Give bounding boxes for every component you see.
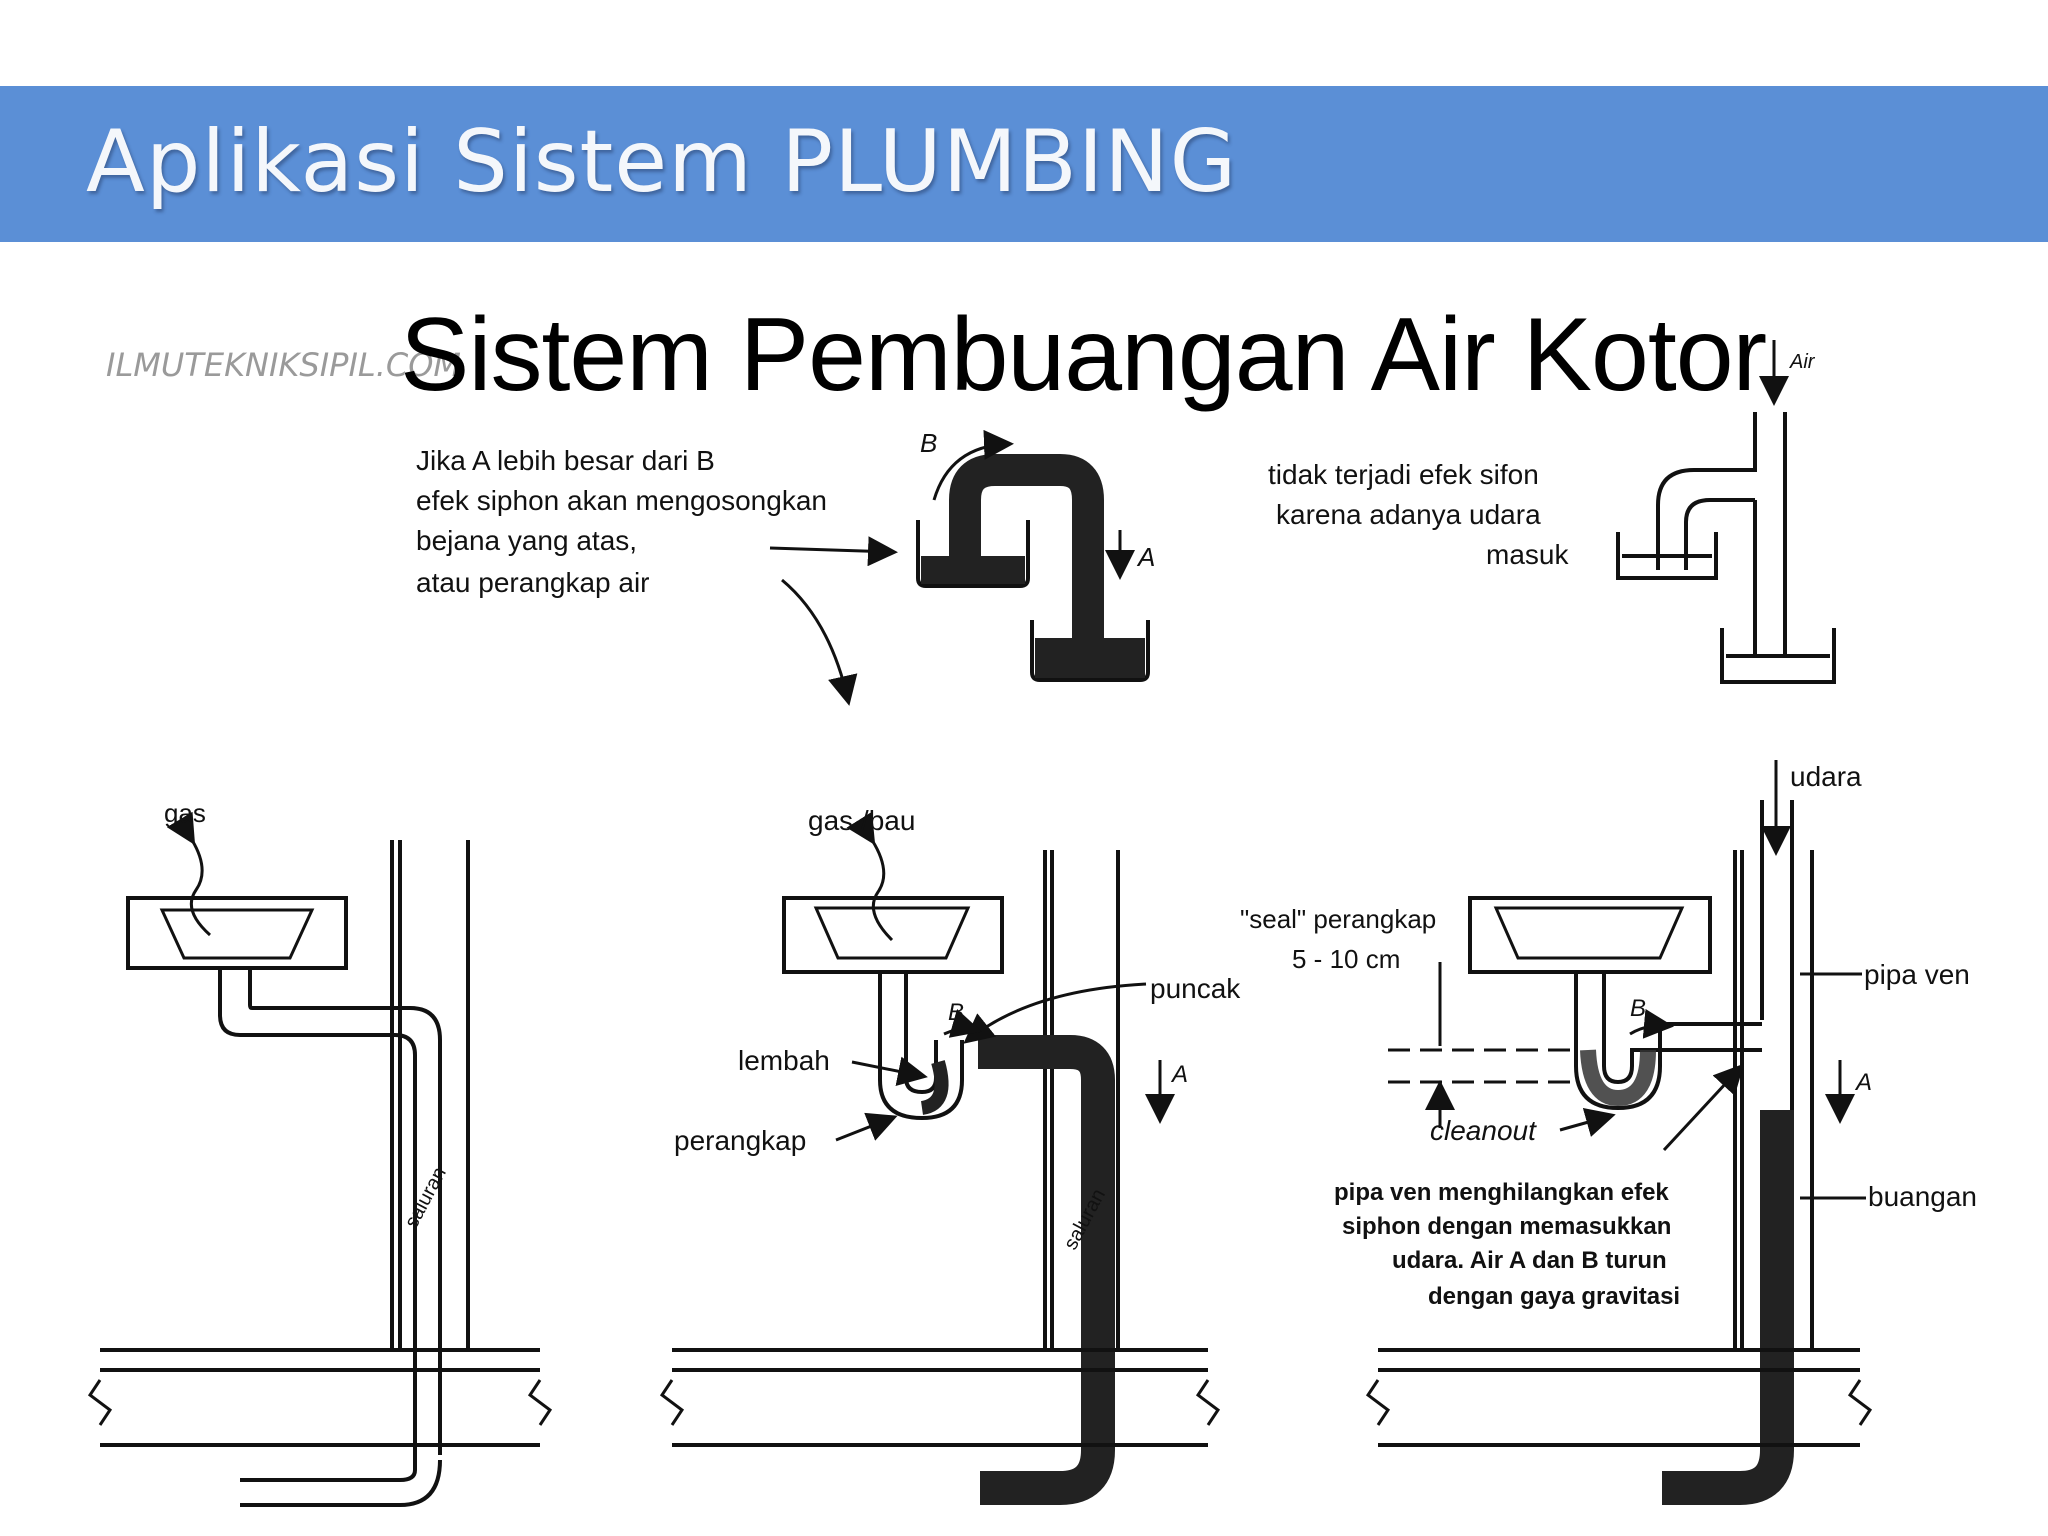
- gas-squiggle-middle: [846, 811, 894, 942]
- panel-right: udara "seal" perangkap 5 - 10 cm pipa ve…: [1240, 760, 1977, 1505]
- seal-dash-lines: [1388, 1048, 1580, 1084]
- right-note-line-1: pipa ven menghilangkan efek: [1334, 1179, 1669, 1206]
- wall-right: [1733, 850, 1814, 1350]
- wall-middle: [1043, 850, 1120, 1350]
- udara-label: udara: [1790, 761, 1862, 792]
- perangkap-arrow: [835, 1112, 898, 1142]
- right-note-line-4: dengan gaya gravitasi: [1428, 1283, 1680, 1310]
- puncak-arrow: [963, 982, 1147, 1044]
- drain-pipe-right: [1662, 1110, 1794, 1505]
- trap-water-middle: [920, 1060, 949, 1115]
- lembah-label: lembah: [738, 1045, 830, 1076]
- vented-note-line-1: tidak terjadi efek sifon: [1268, 459, 1539, 490]
- siphon-label-a: A: [1136, 542, 1155, 572]
- drain-pipe-left: [218, 968, 442, 1455]
- floor-break-middle: [659, 1379, 1221, 1426]
- siphon-arrow-b: [932, 429, 1014, 501]
- siphon-note-line-3: bejana yang atas,: [416, 525, 637, 556]
- siphon-note-line-2: efek siphon akan mengosongkan: [416, 485, 827, 516]
- upper-vessel: [916, 520, 1030, 588]
- trap-water-right: [1580, 1049, 1656, 1107]
- siphon-note-line-1: Jika A lebih besar dari B: [416, 445, 715, 476]
- floor-break-right: [1365, 1379, 1873, 1426]
- vent-air-label: Air: [1789, 351, 1816, 373]
- vent-lower-vessel: [1720, 628, 1836, 684]
- wall-left: [390, 840, 470, 1350]
- slide-title: Aplikasi Sistem PLUMBING: [86, 112, 1238, 212]
- sink-basin-left: [159, 908, 315, 960]
- trap-right: [1574, 972, 1762, 1111]
- middle-label-a: A: [1170, 1061, 1188, 1088]
- vented-note-line-2: karena adanya udara: [1276, 499, 1541, 530]
- floor-middle: [672, 1348, 1208, 1447]
- sink-basin-right: [1493, 906, 1685, 960]
- header-banner: [0, 86, 2048, 242]
- slide-subtitle: Sistem Pembuangan Air Kotor: [400, 297, 1767, 413]
- lower-vessel: [1030, 620, 1150, 682]
- lower-vessel-water: [1035, 638, 1145, 678]
- sink-left: [126, 896, 348, 970]
- siphon-note-arrow-1: [769, 536, 898, 567]
- siphon-note-arrow-2: [781, 578, 858, 706]
- vented-note-line-3: masuk: [1486, 539, 1569, 570]
- floor-left: [100, 1348, 540, 1447]
- siphon-diagram: Jika A lebih besar dari B efek siphon ak…: [416, 428, 1155, 706]
- sink-middle: [782, 896, 1004, 974]
- seal-label-2: 5 - 10 cm: [1292, 944, 1400, 974]
- lembah-arrow: [851, 1056, 928, 1087]
- panel-middle: gas /bau puncak lembah perangkap B A sal…: [659, 805, 1241, 1505]
- perangkap-label: perangkap: [674, 1125, 806, 1156]
- vented-diagram: tidak terjadi efek sifon karena adanya u…: [1268, 340, 1836, 684]
- panel-left: gas saluran: [87, 798, 553, 1507]
- siphon-label-b: B: [920, 428, 937, 458]
- gas-squiggle-left: [166, 811, 211, 937]
- vent-upper-vessel: [1616, 532, 1718, 580]
- buangan-label: buangan: [1868, 1181, 1977, 1212]
- cleanout-label: cleanout: [1430, 1115, 1537, 1146]
- puncak-label: puncak: [1150, 973, 1241, 1004]
- sink-right: [1468, 896, 1712, 974]
- pipe-label-left: saluran: [401, 1164, 451, 1232]
- gas-label-middle: gas /bau: [808, 805, 915, 836]
- floor-right: [1378, 1348, 1860, 1447]
- seal-label-1: "seal" perangkap: [1240, 904, 1436, 934]
- vent-tube: [1656, 412, 1787, 654]
- drain-pipe-middle: [978, 1035, 1115, 1505]
- drain-pipe-left-bottom: [240, 1455, 442, 1507]
- pipa-ven-label: pipa ven: [1864, 959, 1970, 990]
- trap-middle: [878, 972, 964, 1121]
- cleanout-arrow: [1559, 1108, 1616, 1137]
- vent-note-arrow: [1662, 1063, 1745, 1152]
- middle-label-b: B: [948, 999, 964, 1026]
- right-note-line-3: udara. Air A dan B turun: [1392, 1247, 1667, 1274]
- right-label-b: B: [1630, 995, 1646, 1022]
- right-label-a: A: [1854, 1069, 1872, 1096]
- gas-label-left: gas: [164, 798, 206, 828]
- right-arrow-b: [1629, 1008, 1674, 1039]
- sink-basin-middle: [813, 906, 971, 960]
- right-note-line-2: siphon dengan memasukkan: [1342, 1213, 1671, 1240]
- middle-arrow-b: [943, 1008, 982, 1038]
- siphon-tube: [949, 454, 1104, 660]
- siphon-note-line-4: atau perangkap air: [416, 567, 650, 598]
- floor-break-left: [87, 1379, 553, 1426]
- watermark: ILMUTEKNIKSIPIL.COM: [106, 346, 462, 384]
